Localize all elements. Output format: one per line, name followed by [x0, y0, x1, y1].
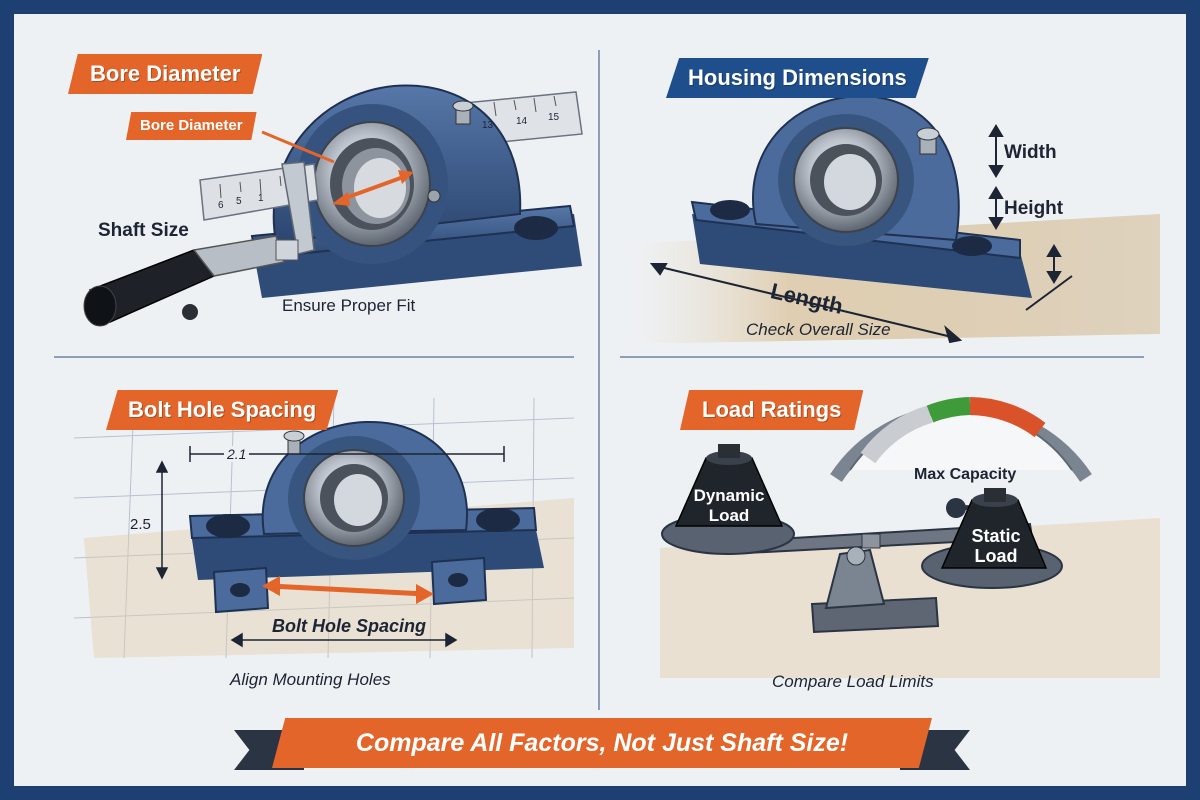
ruler-tick-label: 15: [548, 112, 560, 123]
bore-callout-tag: Bore Diameter: [126, 112, 257, 140]
panel-bolt-hole-spacing: Bolt Hole Spacing 2.1 2.5 Bolt Hole Spac…: [14, 358, 598, 710]
pillow-block-housing: [690, 94, 1032, 298]
height-label: Height: [1004, 198, 1064, 219]
side-dimension-label: 2.5: [130, 516, 151, 533]
load-caption: Compare Load Limits: [772, 672, 934, 691]
dimension-arrows: [649, 124, 1073, 344]
panel-load-ratings: Load Ratings Max Capacity Dynamic Load S…: [600, 358, 1186, 710]
width-label: Width: [1004, 142, 1057, 163]
spacing-arrow: [262, 576, 434, 604]
bolt-spacing-label: Bolt Hole Spacing: [272, 616, 427, 636]
bolt-illustration: [73, 397, 575, 659]
balance-scale: [661, 444, 1063, 634]
bore-caption: Ensure Proper Fit: [282, 296, 416, 315]
housing-illustration: [630, 94, 1160, 344]
micrometer-tool: [83, 235, 299, 327]
static-load-line2: Load: [974, 546, 1018, 566]
top-dimension-label: 2.1: [224, 446, 250, 462]
dynamic-load-label: Dynamic Load: [690, 486, 768, 526]
dynamic-load-line2: Load: [708, 506, 750, 525]
static-load-line1: Static: [971, 526, 1021, 546]
static-load-label: Static Load: [956, 526, 1036, 566]
load-illustration: [660, 397, 1160, 678]
caliper-tool: [199, 161, 319, 255]
bottom-banner: Compare All Factors, Not Just Shaft Size…: [234, 718, 970, 776]
bore-title-tag: Bore Diameter: [68, 54, 263, 94]
horizontal-divider-right: [620, 356, 1144, 358]
panel-housing-dimensions: Housing Dimensions Width Height Length C…: [600, 14, 1186, 356]
infographic-canvas: Bore Diameter Bore Diameter Shaft Size E…: [14, 14, 1186, 786]
bore-arrow: [261, 130, 414, 206]
bolt-title-tag: Bolt Hole Spacing: [106, 390, 339, 430]
ruler-tick-label: 14: [516, 116, 528, 127]
bolt-caption: Align Mounting Holes: [230, 670, 391, 689]
capacity-gauge: [830, 397, 1092, 518]
bore-illustration: [83, 84, 583, 327]
caliper-tick-label: 1: [258, 193, 264, 204]
caliper-tick-label: 6: [218, 200, 224, 211]
caliper-tick-label: 5: [236, 196, 242, 207]
vertical-divider: [598, 50, 600, 710]
ruler-tick-label: 13: [482, 120, 494, 131]
load-title-tag: Load Ratings: [680, 390, 864, 430]
dynamic-load-line1: Dynamic: [693, 486, 765, 505]
shaft-size-label: Shaft Size: [98, 220, 189, 241]
housing-title-tag: Housing Dimensions: [666, 58, 929, 98]
housing-caption: Check Overall Size: [746, 320, 891, 339]
pillow-block-housing: [188, 420, 544, 614]
horizontal-divider-left: [54, 356, 574, 358]
panel-bore-diameter: Bore Diameter Bore Diameter Shaft Size E…: [14, 14, 598, 356]
max-capacity-label: Max Capacity: [914, 466, 1017, 483]
banner-text: Compare All Factors, Not Just Shaft Size…: [272, 718, 932, 768]
